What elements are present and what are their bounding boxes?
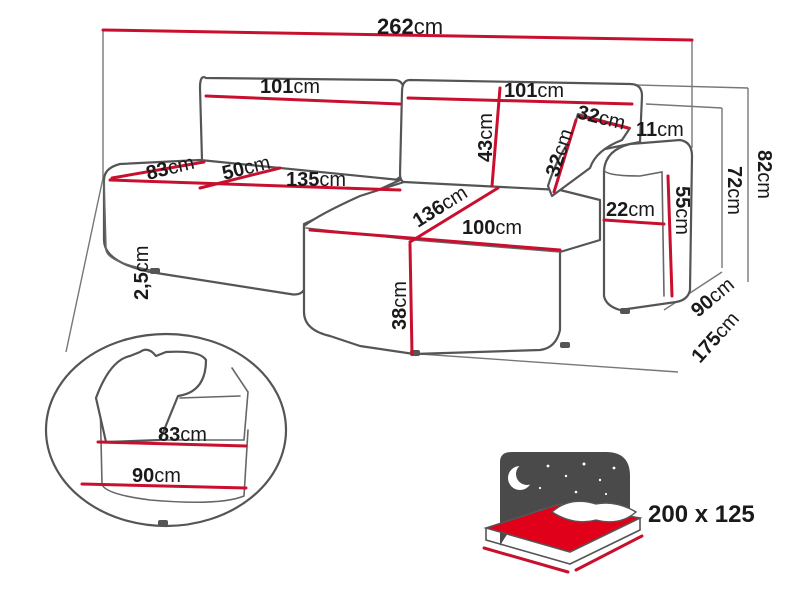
dimline-chaise-length — [408, 186, 500, 244]
label-arm-height: 72cm — [723, 166, 745, 215]
label-total-width: 262cm — [377, 14, 443, 39]
dimline-pillow-height — [552, 118, 578, 194]
label-arm-width: 11cm — [636, 119, 684, 141]
dimline-back-height — [490, 86, 502, 188]
chaise — [302, 180, 602, 356]
label-back-left: 101cm — [260, 76, 320, 98]
label-seat-width-mid: 50cm — [220, 152, 273, 185]
label-back-height: 43cm — [475, 113, 497, 162]
label-leg-height: 2,5cm — [131, 246, 153, 300]
label-arm-inner: 55cm — [671, 186, 693, 235]
label-seat-width: 135cm — [286, 169, 346, 191]
label-arm-depth: 22cm — [606, 199, 655, 221]
label-detail-depth: 90cm — [132, 465, 181, 487]
pillow-icon — [550, 500, 638, 523]
dimline-detail-depth — [80, 482, 248, 490]
label-detail-seat: 83cm — [158, 424, 207, 446]
dimension-labels: 262cm 101cm 101cm 43cm 32cm 32cm 11cm 82… — [131, 14, 775, 367]
seat-left — [102, 158, 402, 296]
bed-icon: 200 x 125 — [482, 452, 755, 574]
sofa-outline — [102, 76, 694, 356]
dimline-back-right — [406, 96, 634, 106]
dimline-seat-left — [110, 160, 206, 180]
label-seat-depth-left: 83cm — [144, 152, 197, 185]
dimline-seat-height — [408, 242, 414, 356]
dimline-pillow-width — [578, 114, 630, 130]
label-chaise-width: 100cm — [462, 217, 522, 239]
dimline-arm-inner — [666, 174, 674, 298]
throw-pillow — [546, 112, 632, 198]
dimline-chaise-width — [308, 228, 562, 252]
detail-view: 83cm 90cm — [44, 332, 288, 528]
dimline-detail-seat — [96, 440, 248, 448]
label-seat-height: 38cm — [389, 281, 411, 330]
dimline-bed-width — [482, 546, 570, 574]
label-back-right: 101cm — [504, 80, 564, 102]
dimline-back-left — [204, 94, 402, 106]
label-total-height: 82cm — [753, 150, 775, 199]
dimension-lines — [101, 28, 694, 356]
dimline-arm-depth — [602, 218, 666, 226]
dimline-total-width — [101, 28, 694, 42]
dimline-seat-width — [108, 178, 402, 192]
label-pillow-width: 32cm — [575, 102, 628, 135]
dimline-bed-depth — [574, 534, 644, 572]
label-bed-size: 200 x 125 — [648, 501, 755, 528]
